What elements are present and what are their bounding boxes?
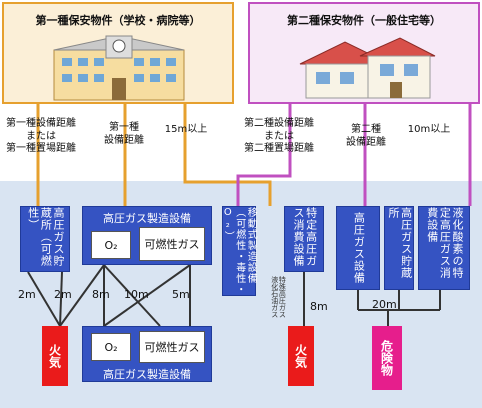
flammable-gas-box-top: 可燃性ガス xyxy=(139,227,205,261)
class2-storage-distance-label: 第二種設備距離 または 第二種置場距離 xyxy=(244,118,314,154)
flammable-gas-box-bottom: 可燃性ガス xyxy=(139,331,205,363)
class2-title: 第二種保安物件（一般住宅等） xyxy=(287,14,441,27)
distance-5m: 5m xyxy=(172,288,190,301)
distance-8m: 8m xyxy=(92,288,110,301)
distance-8m-right: 8m xyxy=(310,300,328,313)
hp-gas-storage: 高圧ガス貯蔵所 xyxy=(384,206,414,290)
class2-equipment-distance-label: 第二種 設備距離 xyxy=(346,124,386,148)
mobile-manufacturing-equipment: 移動式製造設備（可燃性・毒性・O₂） xyxy=(222,206,257,296)
hp-gas-storage-flammable: 高圧ガス貯蔵所（可燃性） xyxy=(20,206,70,272)
special-hp-gas-consumer: 特定高圧ガス消費設備 xyxy=(284,206,324,272)
fire-hazard-right: 火気 xyxy=(288,326,314,386)
manufacturing-equipment-bottom: O₂ 可燃性ガス 高圧ガス製造設備 xyxy=(82,326,212,382)
school-building-icon xyxy=(53,35,185,101)
special-gas-note: 特殊高圧ガス 液化石油ガス xyxy=(270,276,287,318)
hp-gas-equipment: 高圧ガス設備 xyxy=(336,206,380,290)
lox-consumer-equipment: 液化酸素の特定高圧ガス消費設備 xyxy=(418,206,470,290)
class1-15m-label: 15m以上 xyxy=(164,124,208,135)
distance-10m: 10m xyxy=(124,288,149,301)
class2-10m-label: 10m以上 xyxy=(407,124,451,135)
dangerous-goods: 危険物 xyxy=(372,326,402,390)
distance-2m-a: 2m xyxy=(18,288,36,301)
o2-box-bottom: O₂ xyxy=(91,333,131,361)
class2-protected-object-box: 第二種保安物件（一般住宅等） xyxy=(248,2,480,104)
manufacturing-top-label: 高圧ガス製造設備 xyxy=(103,212,191,225)
distance-20m: 20m xyxy=(372,298,397,311)
class1-equipment-distance-label: 第一種 設備距離 xyxy=(104,122,144,146)
o2-box-top: O₂ xyxy=(91,231,131,259)
class1-title: 第一種保安物件（学校・病院等） xyxy=(35,14,201,27)
manufacturing-bottom-label: 高圧ガス製造設備 xyxy=(103,368,191,381)
manufacturing-equipment-top: 高圧ガス製造設備 O₂ 可燃性ガス xyxy=(82,206,212,265)
distance-2m-b: 2m xyxy=(54,288,72,301)
class1-storage-distance-label: 第一種設備距離 または 第一種置場距離 xyxy=(6,118,76,154)
class1-protected-object-box: 第一種保安物件（学校・病院等） xyxy=(2,2,234,104)
fire-hazard-left: 火気 xyxy=(42,326,68,386)
house-icon xyxy=(299,37,436,99)
